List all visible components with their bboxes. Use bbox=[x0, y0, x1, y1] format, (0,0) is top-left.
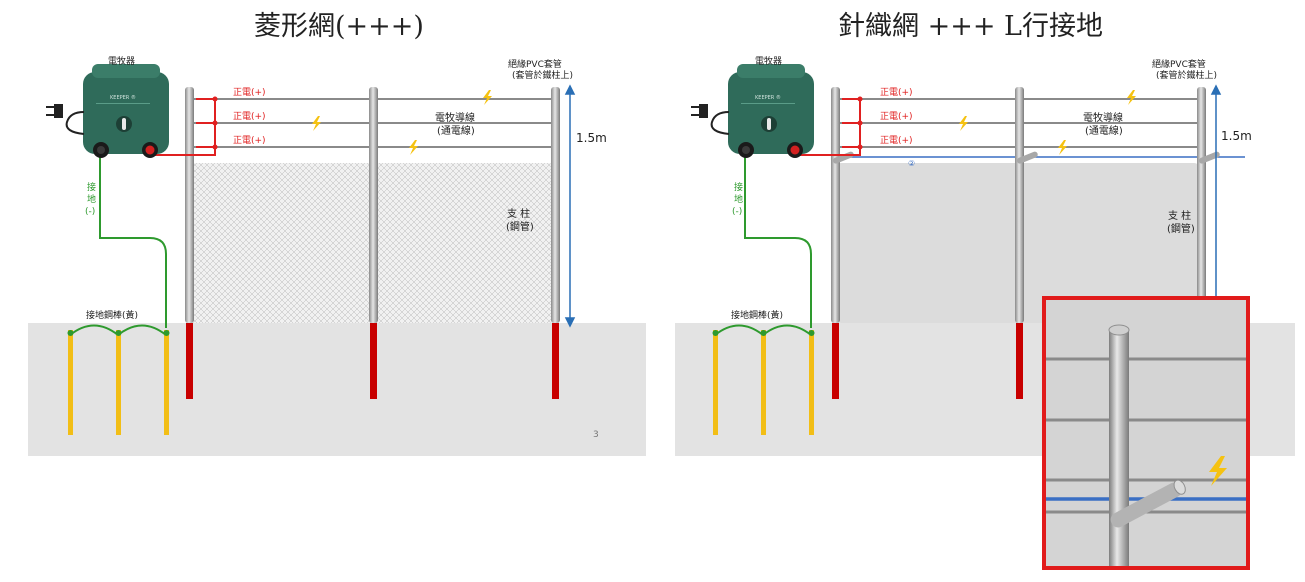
diamond-mesh-diagram: 正電(+) 正電(+) 正電(+) 電牧導線 (通電線) 絕緣PVC套管 (套管… bbox=[28, 55, 646, 456]
height-arrow bbox=[564, 84, 576, 328]
energizer-label: 電牧器 bbox=[755, 55, 782, 67]
left-diagram-title: 菱形網(+++) bbox=[254, 11, 424, 42]
lightning-bolt-icon bbox=[409, 140, 418, 155]
conductor-label-sub: (通電線) bbox=[1085, 124, 1123, 137]
lightning-bolt-icon bbox=[312, 116, 321, 131]
zoom-frame bbox=[1042, 296, 1250, 570]
lightning-bolt-icon bbox=[1127, 90, 1136, 105]
insulator-label: 絕緣PVC套管 bbox=[1152, 58, 1206, 70]
conductor-label-sub: (通電線) bbox=[437, 124, 475, 137]
post-label: 支 柱 bbox=[1168, 209, 1191, 222]
zoom-inset bbox=[1042, 296, 1250, 570]
ground-area bbox=[28, 323, 646, 456]
positive-label: 正電(+) bbox=[880, 135, 913, 146]
ground-wire bbox=[744, 153, 812, 328]
ground-rod bbox=[808, 330, 815, 435]
positive-label: 正電(+) bbox=[880, 87, 913, 98]
ground-label: 地 bbox=[87, 193, 96, 205]
energizer-brand: KEEPER ® bbox=[755, 94, 781, 101]
plug-icon bbox=[691, 104, 730, 135]
ground-rod bbox=[67, 330, 74, 435]
ground-rod bbox=[712, 330, 719, 435]
positive-wiring bbox=[150, 98, 216, 156]
ground-label: (-) bbox=[85, 207, 95, 217]
lightning-bolt-icon bbox=[1209, 456, 1227, 486]
positive-label: 正電(+) bbox=[233, 135, 266, 146]
fence-post bbox=[1015, 87, 1038, 399]
positive-label: 正電(+) bbox=[233, 87, 266, 98]
conductor-label: 電牧導線 bbox=[435, 111, 475, 124]
insulator-label-sub: (套管於鐵柱上) bbox=[1156, 69, 1217, 81]
energizer-device bbox=[728, 64, 814, 158]
fence-post bbox=[369, 87, 378, 399]
insulator-label: 絕緣PVC套管 bbox=[508, 58, 562, 70]
lightning-bolt-icon bbox=[483, 90, 492, 105]
ground-label: (-) bbox=[732, 207, 742, 217]
post-label-sub: (鋼管) bbox=[506, 220, 534, 233]
knitted-mesh-diagram: 正電(+) 正電(+) 正電(+) ② 電牧導線 (通電線) 絕緣PVC套管 (… bbox=[645, 0, 1305, 578]
right-diagram-title: 針織網 +++ L行接地 bbox=[838, 11, 1103, 42]
positive-wiring bbox=[795, 98, 861, 156]
fence-post bbox=[551, 87, 560, 399]
energizer-device bbox=[83, 64, 169, 158]
ground-label: 接 bbox=[734, 181, 743, 193]
insulator-label-sub: (套管於鐵柱上) bbox=[512, 69, 573, 81]
ground-wire bbox=[99, 153, 167, 328]
conductor-label: 電牧導線 bbox=[1083, 111, 1123, 124]
ground-label: 接 bbox=[87, 181, 96, 193]
positive-label: 正電(+) bbox=[233, 111, 266, 122]
height-label: 1.5m bbox=[1221, 129, 1252, 143]
ground-rod-label: 接地鋼棒(黃) bbox=[86, 309, 138, 321]
height-label: 1.5m bbox=[576, 131, 607, 145]
page-number: 3 bbox=[593, 430, 599, 440]
lightning-bolt-icon bbox=[1058, 140, 1067, 155]
positive-label: 正電(+) bbox=[880, 111, 913, 122]
mark-label: ② bbox=[908, 159, 915, 168]
energizer-brand: KEEPER ® bbox=[110, 94, 136, 101]
fence-post bbox=[1197, 87, 1220, 323]
fence-post bbox=[185, 87, 194, 399]
ground-rod bbox=[115, 330, 122, 435]
post-label-sub: (鋼管) bbox=[1167, 222, 1195, 235]
ground-rod bbox=[163, 330, 170, 435]
ground-label: 地 bbox=[734, 193, 743, 205]
ground-rod-label: 接地鋼棒(黃) bbox=[731, 309, 783, 321]
plug-icon bbox=[46, 104, 85, 135]
energizer-label: 電牧器 bbox=[108, 55, 135, 67]
post-label: 支 柱 bbox=[507, 207, 530, 220]
lightning-bolt-icon bbox=[959, 116, 968, 131]
height-arrow bbox=[1210, 84, 1222, 300]
ground-rod bbox=[760, 330, 767, 435]
